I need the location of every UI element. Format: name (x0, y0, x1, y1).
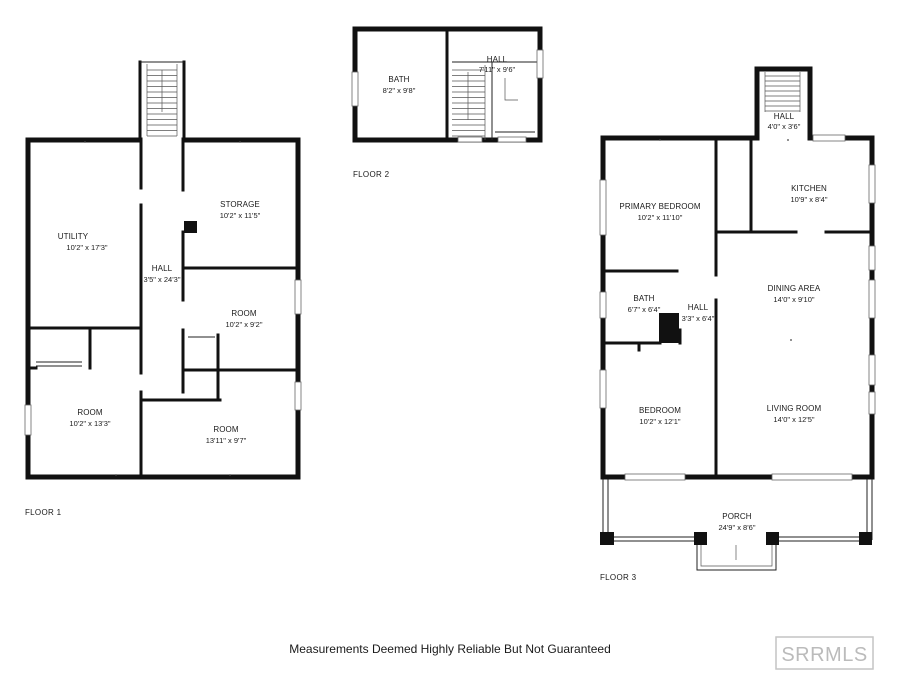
room-utility: UTILITY 10'2" x 17'3" (58, 232, 108, 252)
room-bath-floor-3: BATH 6'7" x 6'4" (628, 294, 661, 314)
floor-1-plan: UTILITY 10'2" x 17'3" STORAGE 10'2" x 11… (24, 60, 302, 517)
svg-text:24'9" x 8'6": 24'9" x 8'6" (719, 523, 756, 532)
logo-text: SRRMLS (781, 644, 867, 666)
room-room-southwest: ROOM 10'2" x 13'3" (69, 408, 110, 428)
svg-text:BATH: BATH (633, 294, 654, 303)
svg-text:BATH: BATH (388, 75, 409, 84)
svg-text:10'2" x 9'2": 10'2" x 9'2" (226, 320, 263, 329)
room-porch: PORCH 24'9" x 8'6" (719, 512, 756, 532)
svg-text:KITCHEN: KITCHEN (791, 184, 827, 193)
srrmls-logo: SRRMLS (775, 636, 874, 670)
room-room-east: ROOM 10'2" x 9'2" (226, 309, 263, 329)
svg-text:10'2" x 12'1": 10'2" x 12'1" (639, 417, 680, 426)
svg-text:BEDROOM: BEDROOM (639, 406, 681, 415)
svg-text:HALL: HALL (688, 303, 709, 312)
floor-1-stairs (138, 60, 186, 140)
svg-text:13'11" x 9'7": 13'11" x 9'7" (206, 436, 247, 445)
room-dining-area: DINING AREA 14'0" x 9'10" (768, 284, 821, 304)
svg-text:STORAGE: STORAGE (220, 200, 260, 209)
svg-text:PORCH: PORCH (722, 512, 752, 521)
svg-text:ROOM: ROOM (77, 408, 103, 417)
svg-text:8'2" x 9'8": 8'2" x 9'8" (383, 86, 416, 95)
floor-2-label: FLOOR 2 (353, 170, 390, 179)
svg-text:10'2" x 13'3": 10'2" x 13'3" (69, 419, 110, 428)
svg-text:UTILITY: UTILITY (58, 232, 89, 241)
svg-text:10'2" x 17'3": 10'2" x 17'3" (66, 243, 107, 252)
floor-1-label: FLOOR 1 (25, 508, 62, 517)
svg-text:10'2" x 11'10": 10'2" x 11'10" (638, 213, 683, 222)
room-room-southeast: ROOM 13'11" x 9'7" (206, 425, 247, 445)
svg-text:ROOM: ROOM (231, 309, 257, 318)
svg-text:HALL: HALL (487, 55, 508, 64)
svg-text:HALL: HALL (152, 264, 173, 273)
room-bedroom: BEDROOM 10'2" x 12'1" (639, 406, 681, 426)
svg-text:7'11" x 9'6": 7'11" x 9'6" (479, 65, 516, 74)
svg-text:ROOM: ROOM (213, 425, 239, 434)
room-hall-floor-1: HALL 3'5" x 24'3" (144, 264, 181, 284)
room-hall-floor-2: HALL 7'11" x 9'6" (479, 55, 516, 74)
room-hall-floor-3: HALL 3'3" x 6'4" (682, 303, 715, 323)
svg-text:DINING AREA: DINING AREA (768, 284, 821, 293)
floor-3-plan: HALL 4'0" x 3'6" PRIMARY BEDROOM 10'2" x… (599, 66, 876, 582)
svg-text:4'0" x 3'6": 4'0" x 3'6" (768, 122, 801, 131)
svg-text:6'7" x 6'4": 6'7" x 6'4" (628, 305, 661, 314)
svg-text:10'9" x 8'4": 10'9" x 8'4" (791, 195, 828, 204)
svg-text:PRIMARY BEDROOM: PRIMARY BEDROOM (619, 202, 700, 211)
svg-text:HALL: HALL (774, 112, 795, 121)
svg-text:14'0" x 12'5": 14'0" x 12'5" (773, 415, 814, 424)
svg-text:3'3" x 6'4": 3'3" x 6'4" (682, 314, 715, 323)
svg-text:10'2" x 11'5": 10'2" x 11'5" (220, 211, 261, 220)
floor-2-plan: BATH 8'2" x 9'8" HALL 7'11" x 9'6" FLOOR… (351, 26, 544, 179)
svg-text:14'0" x 9'10": 14'0" x 9'10" (773, 295, 814, 304)
svg-text:3'5" x 24'3": 3'5" x 24'3" (144, 275, 181, 284)
room-hall-floor-3-upper: HALL 4'0" x 3'6" (768, 112, 801, 131)
room-bath-floor-2: BATH 8'2" x 9'8" (383, 75, 416, 95)
room-primary-bedroom: PRIMARY BEDROOM 10'2" x 11'10" (619, 202, 700, 222)
floor-3-label: FLOOR 3 (600, 573, 637, 582)
room-storage: STORAGE 10'2" x 11'5" (220, 200, 261, 220)
room-kitchen: KITCHEN 10'9" x 8'4" (791, 184, 828, 204)
svg-text:LIVING ROOM: LIVING ROOM (767, 404, 822, 413)
disclaimer-text: Measurements Deemed Highly Reliable But … (289, 642, 611, 656)
room-living-room: LIVING ROOM 14'0" x 12'5" (767, 404, 822, 424)
